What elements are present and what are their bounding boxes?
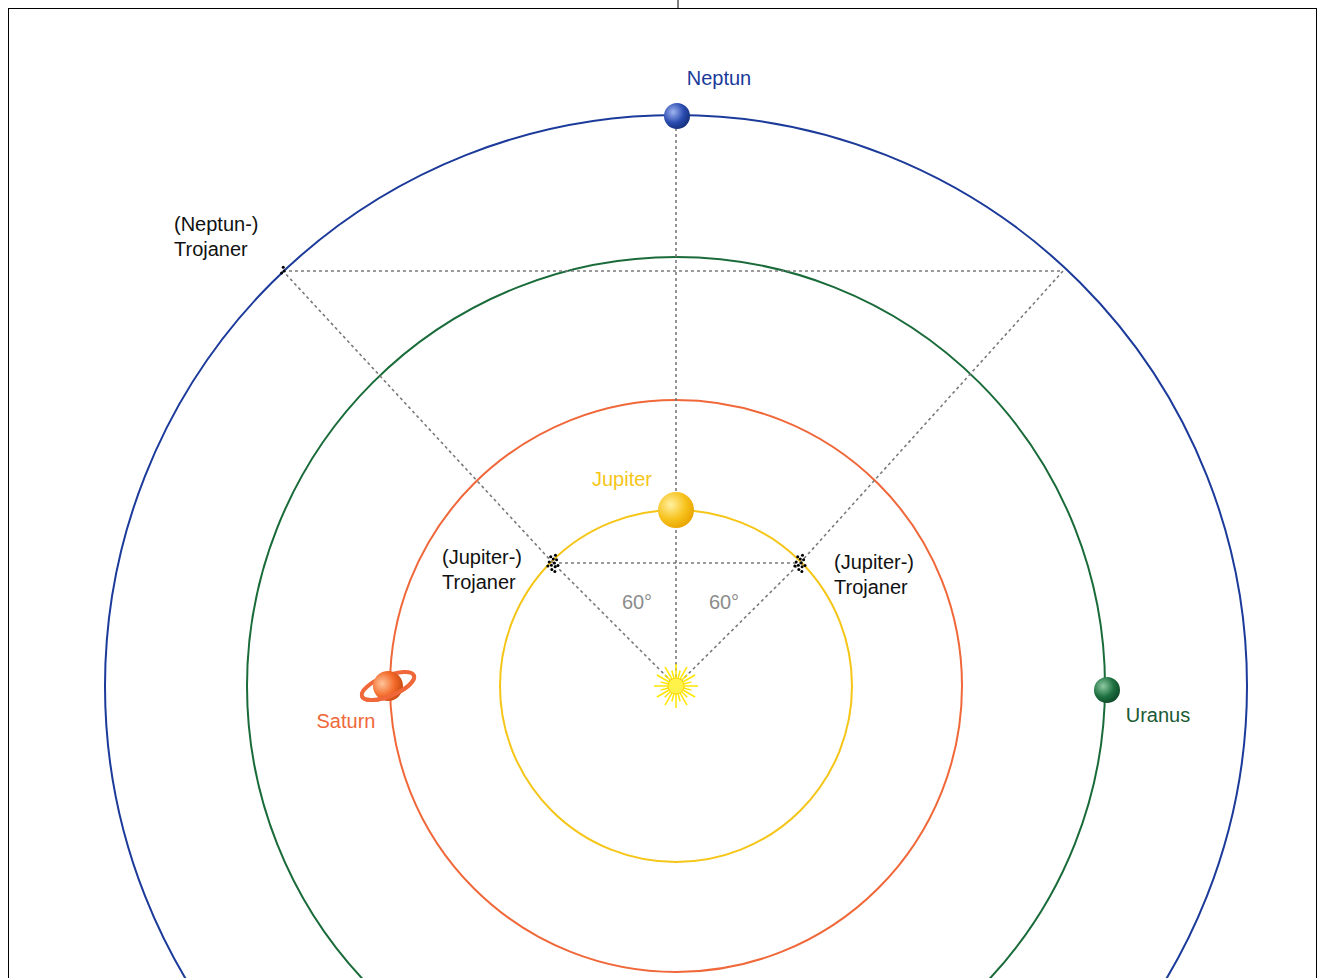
planet-name: Neptun: [685, 66, 754, 91]
jupiter-orbit: [500, 510, 852, 862]
angle-label: 60°: [620, 590, 654, 615]
planet-name: Uranus: [1124, 703, 1192, 728]
saturn-orbit: [390, 400, 962, 972]
planet-name: Saturn: [315, 709, 378, 734]
construction-lines: [283, 116, 1063, 686]
frame-tick: [678, 0, 679, 8]
trojan-label: (Jupiter-) Trojaner: [440, 545, 524, 595]
planet-name: Jupiter: [590, 467, 654, 492]
trojan-clusters: [280, 266, 806, 573]
uranus-planet: [1094, 677, 1120, 703]
jupiter-planet: [658, 492, 694, 528]
saturn-planet: [356, 662, 419, 711]
neptune-planet: [664, 103, 690, 129]
trojan-label: (Neptun-) Trojaner: [172, 212, 260, 262]
sun-symbol: [654, 664, 698, 708]
uranus-orbit: [247, 257, 1105, 978]
trojan-label: (Jupiter-) Trojaner: [832, 550, 916, 600]
neptune-orbit: [105, 115, 1247, 978]
angle-label: 60°: [707, 590, 741, 615]
frame: [9, 9, 1317, 978]
